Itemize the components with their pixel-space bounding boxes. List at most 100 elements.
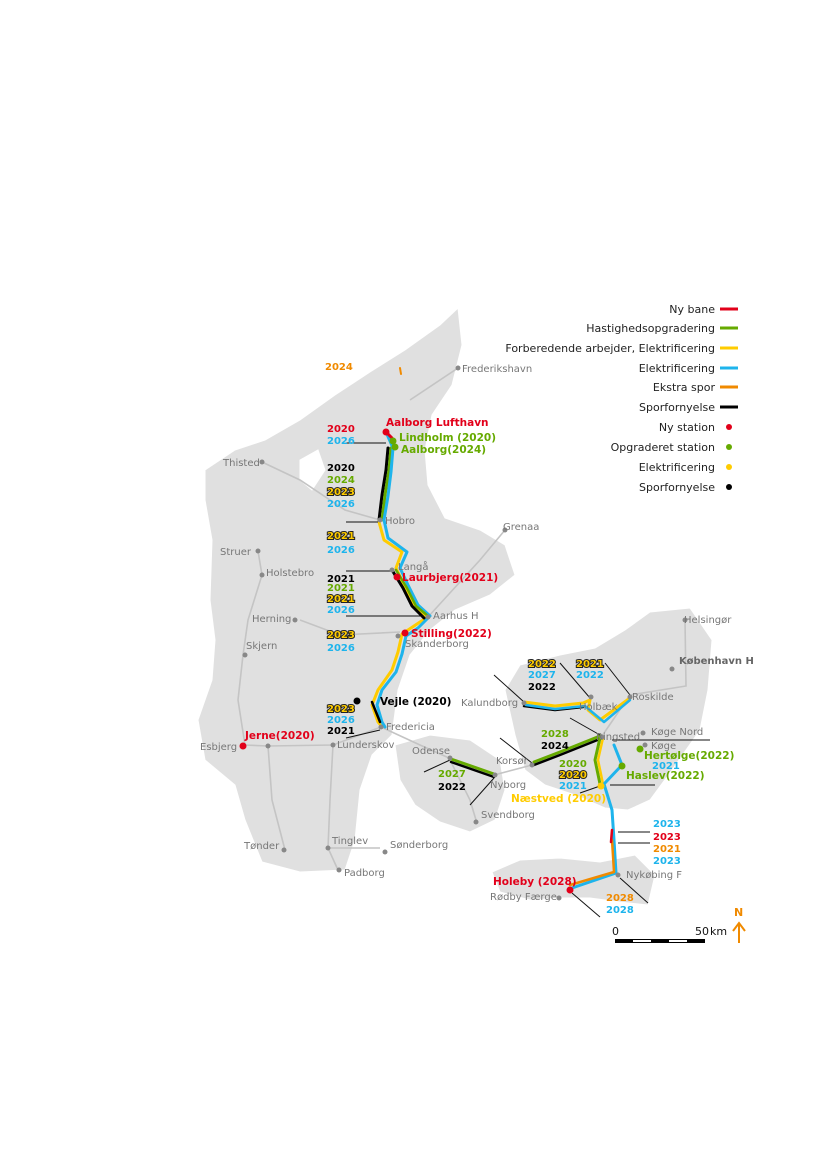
station-hertolge: Hertølge(2022) [644, 750, 734, 762]
land [197, 306, 713, 906]
year-label: 2023 [327, 704, 355, 715]
city-kobenhavn: København H [679, 656, 754, 667]
station-aalborg-lufthavn: Aalborg Lufthavn [386, 417, 489, 429]
year-label: 2021 [653, 844, 681, 855]
hastighed-line [380, 446, 393, 522]
year-label: 2023 [653, 832, 681, 843]
city-rodby: Rødby Færge [490, 892, 557, 903]
city-holbaek: Holbæk [579, 702, 618, 713]
year-label: 2023 [327, 487, 355, 498]
legend-label: Elektrificering [639, 362, 715, 375]
year-label: 2024 [327, 475, 355, 486]
city-tonder: Tønder [243, 841, 280, 852]
year-label: 2027 [528, 670, 556, 681]
city-roskilde: Roskilde [632, 692, 674, 703]
legend-label: Opgraderet station [611, 441, 715, 454]
city-korsor: Korsør [496, 756, 529, 767]
station-stilling: Stilling(2022) [411, 628, 492, 640]
city-kalundborg: Kalundborg [461, 698, 518, 709]
year-label: 2026 [327, 605, 355, 616]
city-helsingor: Helsingør [684, 615, 732, 626]
year-label: 2026 [327, 715, 355, 726]
city-holstebro: Holstebro [266, 568, 314, 579]
year-label: 2021 [327, 531, 355, 542]
funen [394, 734, 506, 833]
north-arrow-icon [732, 921, 746, 943]
city-sonderborg: Sønderborg [390, 840, 448, 851]
station-naestved: Næstved (2020) [511, 793, 606, 805]
scale-end: 50 [695, 925, 709, 938]
scale-unit: km [710, 925, 727, 938]
city-thisted: Thisted [222, 458, 260, 469]
year-label: 2026 [327, 499, 355, 510]
year-label: 2024 [325, 362, 353, 373]
station-lindholm: Lindholm (2020) [399, 432, 496, 444]
zealand [504, 607, 713, 811]
city-padborg: Padborg [344, 868, 385, 879]
station-holeby: Holeby (2028) [493, 876, 577, 888]
scale-bar: 0 50 km [612, 925, 727, 943]
city-aarhus: Aarhus H [433, 611, 479, 622]
city-hobro: Hobro [385, 516, 415, 527]
legend-label: Hastighedsopgradering [586, 322, 715, 335]
year-label: 2023 [653, 819, 681, 830]
year-label: 2022 [438, 782, 466, 793]
year-label: 2027 [438, 769, 466, 780]
year-label: 2022 [576, 670, 604, 681]
year-label: 2024 [541, 741, 569, 752]
city-koge: Køge [651, 741, 676, 752]
year-label: 2026 [327, 436, 355, 447]
north-label: N [734, 906, 743, 919]
city-skjern: Skjern [246, 641, 277, 652]
city-struer: Struer [220, 547, 252, 558]
north-arrow: N [732, 906, 746, 943]
other-railways [237, 367, 687, 871]
city-ringsted: Ringsted [596, 732, 640, 743]
year-label: 2021 [327, 726, 355, 737]
year-label: 2023 [653, 856, 681, 867]
year-label: 2026 [327, 545, 355, 556]
city-esbjerg: Esbjerg [200, 742, 237, 753]
city-lunderskov: Lunderskov [337, 740, 394, 751]
sporfornyelse-line [377, 446, 390, 522]
year-label: 2020 [327, 463, 355, 474]
projects [370, 367, 632, 890]
station-jerne: Jerne(2020) [244, 730, 315, 742]
year-label: 2028 [606, 905, 634, 916]
new-station-marker [382, 428, 390, 436]
year-label: 2021 [327, 594, 355, 605]
city-nykobing: Nykøbing F [626, 870, 682, 881]
year-label: 2020 [559, 759, 587, 770]
year-label: 2022 [528, 659, 556, 670]
city-tinglev: Tinglev [331, 836, 368, 847]
year-label: 2020 [327, 424, 355, 435]
year-label: 2021 [559, 781, 587, 792]
legend: Ny bane Hastighedsopgradering Forbereden… [505, 303, 738, 494]
year-label: 2021 [576, 659, 604, 670]
city-koge-nord: Køge Nord [651, 727, 703, 738]
city-nyborg: Nyborg [490, 780, 526, 791]
legend-label: Sporfornyelse [639, 481, 715, 494]
station-vejle: Vejle (2020) [380, 696, 451, 708]
year-label: 2026 [327, 643, 355, 654]
legend-label: Elektrificering [639, 461, 715, 474]
year-label: 2021 [327, 574, 355, 585]
year-label: 2021 [652, 761, 680, 772]
year-label: 2023 [327, 630, 355, 641]
stations: Aalborg Lufthavn Lindholm (2020) Aalborg… [239, 417, 734, 894]
legend-label: Ny station [659, 421, 715, 434]
year-labels: 2024 2020 2026 2020 2024 2023 2026 2021 … [325, 362, 681, 916]
station-aalborg: Aalborg(2024) [401, 444, 486, 456]
year-label: 2022 [528, 682, 556, 693]
legend-label: Ny bane [669, 303, 715, 316]
legend-label: Ekstra spor [653, 381, 716, 394]
elektrificering-line [375, 430, 432, 729]
year-label: 2028 [541, 729, 569, 740]
city-herning: Herning [252, 614, 291, 625]
city-odense: Odense [412, 746, 450, 757]
pointer-lines [345, 442, 710, 918]
city-frederikshavn: Frederikshavn [462, 364, 532, 375]
legend-label: Sporfornyelse [639, 401, 715, 414]
year-label: 2020 [559, 770, 587, 781]
scale-zero: 0 [612, 925, 619, 938]
